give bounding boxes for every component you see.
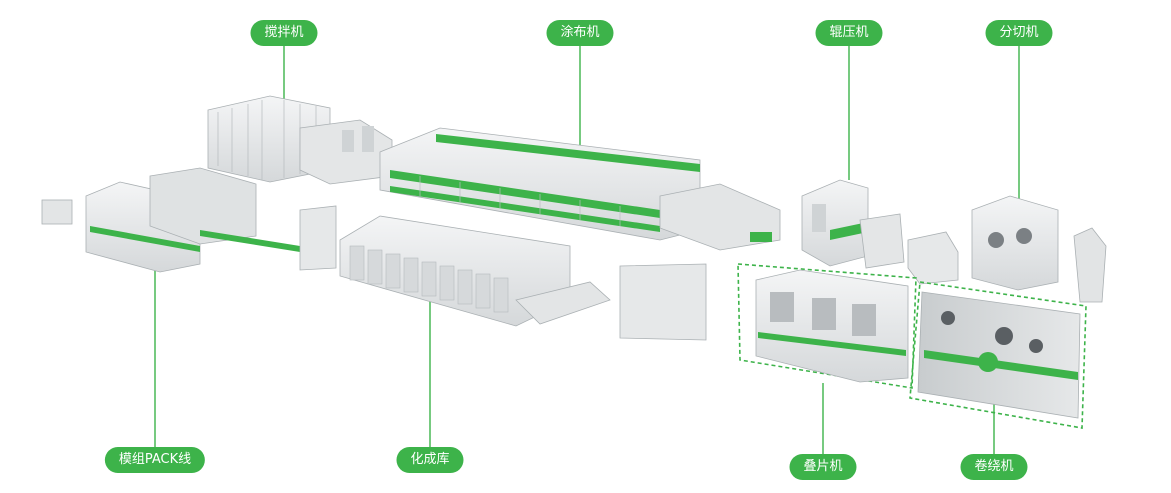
mixer-machine xyxy=(207,95,393,185)
label-slitter: 分切机 xyxy=(985,20,1053,46)
slitter-machine xyxy=(907,195,1107,303)
label-mixer: 搅拌机 xyxy=(250,20,318,46)
label-module-pack-line: 模组PACK线 xyxy=(104,447,206,473)
winding-machine xyxy=(909,281,1087,429)
stacking-machine xyxy=(737,263,917,389)
module-pack-line-machine xyxy=(41,167,337,273)
callout-lines xyxy=(154,44,1020,455)
formation-warehouse-machine xyxy=(339,215,707,341)
label-stacking-machine: 叠片机 xyxy=(789,454,857,480)
label-winding-machine: 卷绕机 xyxy=(960,454,1028,480)
roller-press-machine xyxy=(801,179,905,269)
coater-machine xyxy=(379,127,781,251)
label-formation-warehouse: 化成库 xyxy=(396,447,464,473)
label-coater: 涂布机 xyxy=(546,20,614,46)
label-roller-press: 辊压机 xyxy=(815,20,883,46)
